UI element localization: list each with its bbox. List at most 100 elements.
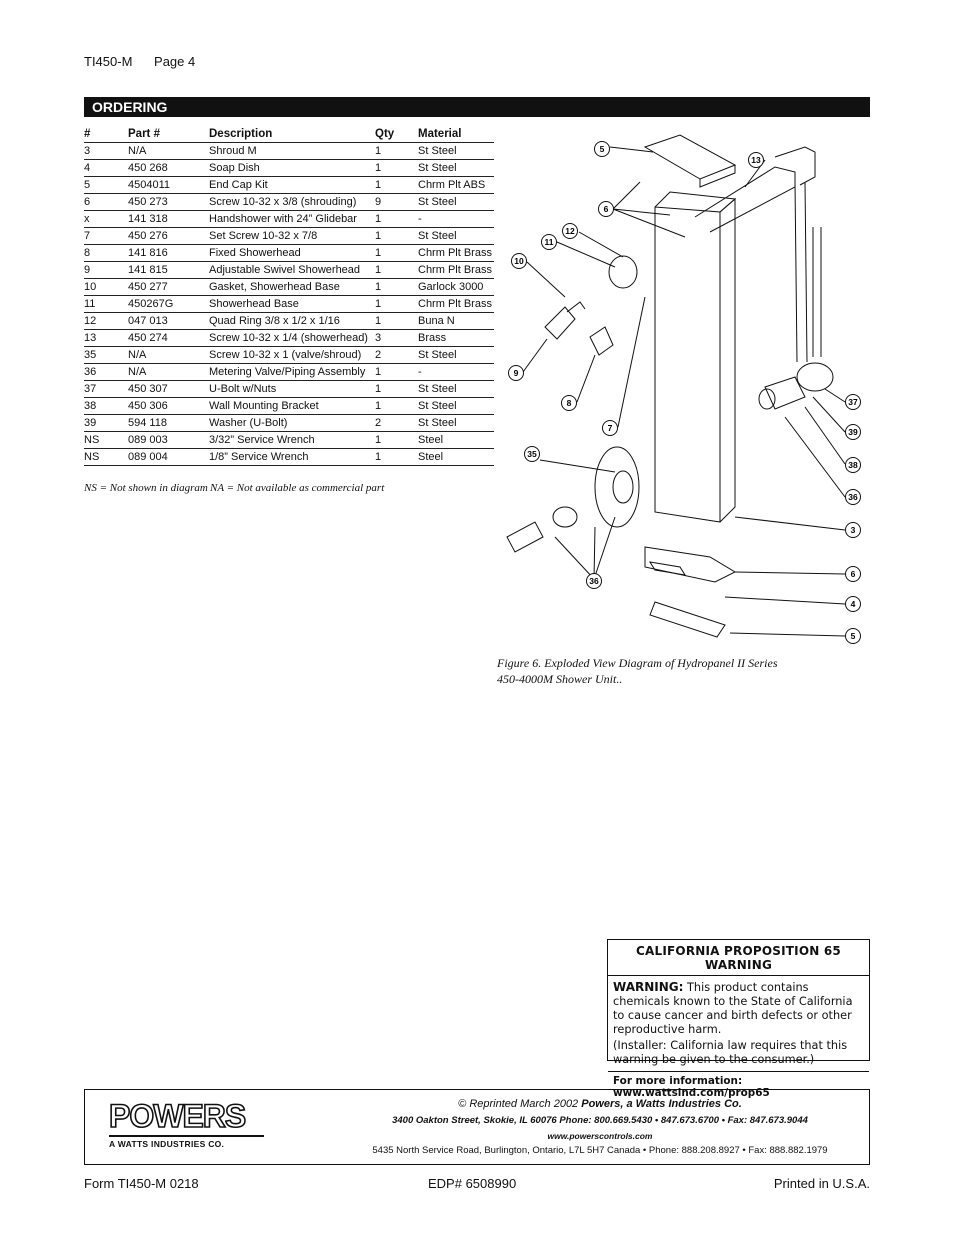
callout-36-bottom: 36 bbox=[586, 573, 602, 589]
table-cell: N/A bbox=[128, 142, 209, 160]
svg-text:9: 9 bbox=[514, 368, 519, 378]
callout-5-top: 5 bbox=[594, 141, 610, 157]
table-cell: 6 bbox=[84, 193, 128, 211]
svg-text:3: 3 bbox=[851, 525, 856, 535]
prop65-more-info: For more information: www.wattsind.com/p… bbox=[608, 1071, 869, 1099]
table-cell: 3 bbox=[84, 142, 128, 160]
prop65-warning-box: CALIFORNIA PROPOSITION 65 WARNING WARNIN… bbox=[607, 939, 870, 1099]
table-cell: 1 bbox=[375, 142, 418, 160]
note-ns: NS = Not shown in diagram bbox=[84, 482, 208, 494]
column-header: # bbox=[84, 126, 128, 143]
doc-number: TI450-M bbox=[84, 54, 133, 69]
svg-text:13: 13 bbox=[751, 155, 761, 165]
figure-caption: Figure 6. Exploded View Diagram of Hydro… bbox=[497, 656, 778, 686]
table-cell: St Steel bbox=[418, 193, 494, 211]
table-cell: Quad Ring 3/8 x 1/2 x 1/16 bbox=[209, 312, 375, 330]
callout-4: 4 bbox=[845, 596, 861, 612]
table-cell: 450267G bbox=[128, 295, 209, 313]
reprint-company: Powers, a Watts Industries Co. bbox=[581, 1098, 742, 1110]
table-cell: 089 004 bbox=[128, 448, 209, 466]
reprint-prefix: © Reprinted March 2002 bbox=[458, 1098, 579, 1110]
table-cell: 1 bbox=[375, 159, 418, 177]
table-cell: 8 bbox=[84, 244, 128, 262]
table-cell: Chrm Plt ABS bbox=[418, 176, 494, 194]
table-cell: x bbox=[84, 210, 128, 228]
website-link[interactable]: www.powerscontrols.com bbox=[547, 1131, 653, 1141]
table-cell: 37 bbox=[84, 380, 128, 398]
note-na: NA = Not available as commercial part bbox=[210, 482, 385, 494]
table-cell: Steel bbox=[418, 431, 494, 449]
table-cell: 450 273 bbox=[128, 193, 209, 211]
table-cell: Set Screw 10-32 x 7/8 bbox=[209, 227, 375, 245]
table-cell: 36 bbox=[84, 363, 128, 381]
callout-9: 9 bbox=[508, 365, 524, 381]
table-cell: 10 bbox=[84, 278, 128, 296]
address-canada: 5435 North Service Road, Burlington, Ont… bbox=[372, 1145, 828, 1156]
callout-7: 7 bbox=[602, 420, 618, 436]
exploded-view-diagram: 5 13 6 12 11 10 9 8 7 37 39 38 36 35 3 6… bbox=[506, 134, 861, 644]
table-cell: 1 bbox=[375, 295, 418, 313]
table-cell: Shroud M bbox=[209, 142, 375, 160]
svg-text:6: 6 bbox=[851, 569, 856, 579]
table-cell: Steel bbox=[418, 448, 494, 466]
callout-38: 38 bbox=[845, 457, 861, 473]
printed-in: Printed in U.S.A. bbox=[773, 1176, 870, 1191]
callouts: 5 13 6 12 11 10 9 8 7 37 39 38 36 35 3 6… bbox=[508, 141, 861, 644]
table-cell: 1 bbox=[375, 176, 418, 194]
table-cell: 9 bbox=[375, 193, 418, 211]
table-cell: Buna N bbox=[418, 312, 494, 330]
section-title: ORDERING bbox=[84, 97, 870, 117]
table-cell: U-Bolt w/Nuts bbox=[209, 380, 375, 398]
warning-text: This product contains chemicals known to… bbox=[613, 981, 853, 1036]
table-cell: Brass bbox=[418, 329, 494, 347]
svg-text:11: 11 bbox=[545, 237, 554, 247]
table-cell: Adjustable Swivel Showerhead bbox=[209, 261, 375, 279]
svg-text:38: 38 bbox=[848, 460, 858, 470]
table-cell: 11 bbox=[84, 295, 128, 313]
table-cell: 2 bbox=[375, 346, 418, 364]
callout-13: 13 bbox=[748, 152, 764, 168]
logo-subtitle: A WATTS INDUSTRIES CO. bbox=[109, 1139, 225, 1149]
page-number: Page 4 bbox=[154, 54, 196, 69]
table-cell: 9 bbox=[84, 261, 128, 279]
callout-11: 11 bbox=[541, 234, 557, 250]
table-cell: Fixed Showerhead bbox=[209, 244, 375, 262]
column-header: Part # bbox=[128, 126, 209, 143]
table-cell: St Steel bbox=[418, 227, 494, 245]
edp-number: EDP# 6508990 bbox=[428, 1176, 517, 1191]
table-cell: 1 bbox=[375, 397, 418, 415]
table-cell: 1 bbox=[375, 380, 418, 398]
table-cell: St Steel bbox=[418, 142, 494, 160]
table-cell: 141 815 bbox=[128, 261, 209, 279]
footer-box: POWERS A WATTS INDUSTRIES CO. © Reprinte… bbox=[84, 1089, 870, 1165]
table-cell: N/A bbox=[128, 346, 209, 364]
column-header: Material bbox=[418, 126, 494, 143]
table-cell: 4 bbox=[84, 159, 128, 177]
page-header: TI450-M Page 4 bbox=[84, 54, 213, 69]
table-cell: Garlock 3000 bbox=[418, 278, 494, 296]
callout-10: 10 bbox=[511, 253, 527, 269]
table-cell: 450 306 bbox=[128, 397, 209, 415]
table-cell: St Steel bbox=[418, 397, 494, 415]
table-cell: 450 274 bbox=[128, 329, 209, 347]
table-cell: 3/32” Service Wrench bbox=[209, 431, 375, 449]
table-cell: 39 bbox=[84, 414, 128, 432]
table-cell: 1 bbox=[375, 278, 418, 296]
callout-5-bottom: 5 bbox=[845, 628, 861, 644]
table-cell: 3 bbox=[375, 329, 418, 347]
table-cell: 141 318 bbox=[128, 210, 209, 228]
table-cell: 1 bbox=[375, 431, 418, 449]
